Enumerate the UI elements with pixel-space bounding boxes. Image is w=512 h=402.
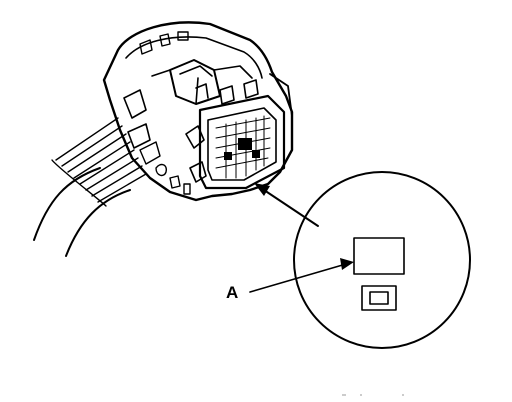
terminal-cavity-enlarged xyxy=(353,237,405,275)
terminal-socket-enlarged xyxy=(361,285,397,311)
connector xyxy=(102,21,294,202)
terminal-cavity xyxy=(238,138,252,150)
callout-a-pointer xyxy=(249,258,354,293)
callout-label-a: A xyxy=(226,283,238,302)
magnified-detail xyxy=(293,171,471,349)
magnify-leader-arrow xyxy=(254,183,319,227)
wire-harness xyxy=(33,117,147,257)
